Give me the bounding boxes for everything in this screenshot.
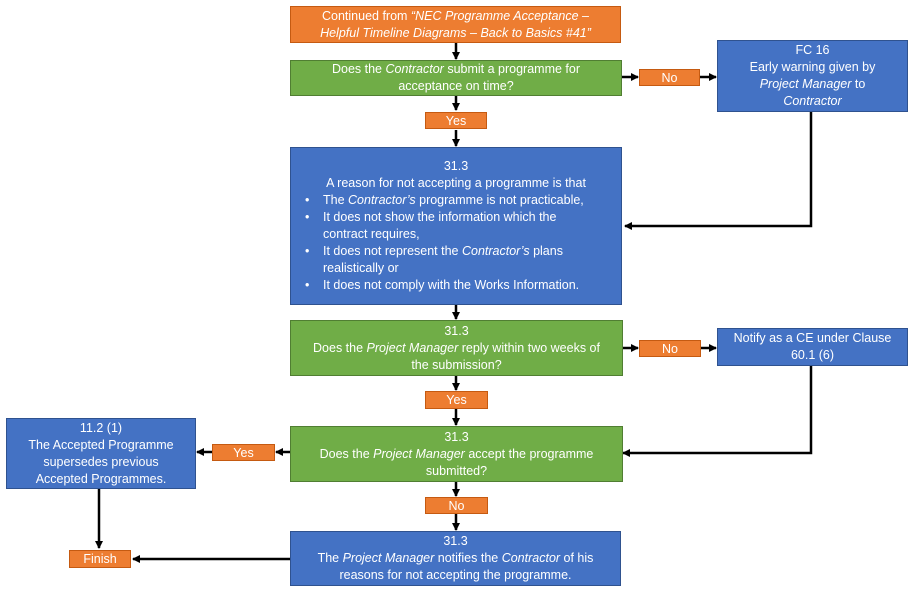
fc16-title: FC 16 bbox=[795, 43, 830, 57]
q2-em: Project Manager bbox=[366, 340, 459, 355]
notify-line3: reasons for not accepting the programme. bbox=[339, 568, 572, 582]
b1-em: Contractor’s bbox=[348, 193, 416, 207]
reason-bullet-1: • The Contractor’s programme is not pract… bbox=[299, 192, 613, 209]
ce-box: Notify as a CE under Clause 60.1 (6) bbox=[717, 328, 908, 366]
q3-line3: submitted? bbox=[425, 463, 488, 478]
bullet-dot: • bbox=[305, 210, 310, 224]
reason-bullet-4: • It does not comply with the Works Infor… bbox=[299, 277, 613, 294]
q1-text-post: submit a programme for bbox=[443, 62, 581, 76]
label-q2-no: No bbox=[639, 340, 701, 357]
b1-post: programme is not practicable, bbox=[415, 193, 584, 207]
accepted-line2: The Accepted Programme bbox=[28, 437, 174, 452]
notify-mid: notifies the bbox=[434, 551, 502, 565]
b3-em: Contractor’s bbox=[461, 244, 530, 258]
b3-pre: It does not represent the bbox=[323, 244, 462, 258]
q3-pre: Does the bbox=[319, 446, 374, 461]
finish-box: Finish bbox=[69, 550, 131, 568]
pm-notifies-box: 31.3 The Project Manager notifies the Co… bbox=[290, 531, 621, 586]
reason-box: 31.3 A reason for not accepting a progra… bbox=[290, 147, 622, 305]
reason-bullet-3-cont: realistically or bbox=[299, 260, 613, 277]
question-pm-reply: 31.3 Does the Project Manager reply with… bbox=[290, 320, 623, 376]
notify-em1: Project Manager bbox=[342, 551, 435, 565]
notify-pre: The bbox=[317, 551, 343, 565]
bullet-dot: • bbox=[305, 278, 310, 292]
reason-clause: 31.3 bbox=[443, 159, 469, 173]
b2-line1: It does not show the information which t… bbox=[323, 210, 557, 224]
q1-text-pre: Does the bbox=[331, 62, 386, 76]
b3-post: plans bbox=[529, 244, 563, 258]
fc16-line3-em: Project Manager bbox=[759, 77, 852, 91]
b2-line2: contract requires, bbox=[323, 227, 420, 241]
bullet-dot: • bbox=[305, 244, 310, 258]
start-ref-2: Helpful Timeline Diagrams – Back to Basi… bbox=[320, 25, 591, 40]
accepted-clause: 11.2 (1) bbox=[79, 420, 123, 435]
notify-clause: 31.3 bbox=[443, 534, 468, 548]
fc16-line3-post: to bbox=[851, 77, 866, 91]
arrow-ce-to-q3 bbox=[622, 366, 813, 457]
reason-bullet-2: • It does not show the information which … bbox=[299, 209, 613, 226]
fc16-box: FC 16 Early warning given by Project Man… bbox=[717, 40, 908, 112]
accepted-line3: supersedes previous bbox=[43, 454, 159, 469]
start-box: Continued from “NEC Programme Acceptance… bbox=[290, 6, 621, 43]
q2-pre: Does the bbox=[313, 340, 367, 355]
b4-text: It does not comply with the Works Inform… bbox=[323, 278, 580, 292]
label-q3-no: No bbox=[425, 497, 488, 514]
ce-line1: Notify as a CE under Clause bbox=[733, 331, 892, 345]
ce-line2: 60.1 (6) bbox=[790, 348, 835, 362]
accepted-programme-box: 11.2 (1) The Accepted Programme supersed… bbox=[6, 418, 196, 489]
bullet-dot: • bbox=[305, 193, 310, 207]
label-q3-yes: Yes bbox=[212, 444, 275, 461]
b1-pre: The bbox=[323, 193, 349, 207]
q2-post: reply within two weeks of bbox=[458, 340, 600, 355]
reason-intro: A reason for not accepting a programme i… bbox=[326, 176, 586, 190]
label-q1-yes: Yes bbox=[425, 112, 487, 129]
q2-clause: 31.3 bbox=[444, 323, 469, 338]
question-pm-accept: 31.3 Does the Project Manager accept the… bbox=[290, 426, 623, 482]
b3-line2: realistically or bbox=[323, 261, 399, 275]
q2-line3: the submission? bbox=[411, 357, 502, 372]
reason-bullet-2-cont: contract requires, bbox=[299, 226, 613, 243]
fc16-line2: Early warning given by bbox=[749, 60, 876, 74]
q3-post: accept the programme bbox=[464, 446, 594, 461]
notify-post: of his bbox=[560, 551, 594, 565]
notify-em2: Contractor bbox=[501, 551, 561, 565]
start-ref-1: “NEC Programme Acceptance – bbox=[410, 8, 589, 23]
q1-text-em: Contractor bbox=[385, 62, 444, 76]
fc16-line4-em: Contractor bbox=[783, 94, 842, 108]
q1-text-line2: acceptance on time? bbox=[398, 79, 514, 93]
arrow-fc16-to-reason bbox=[624, 112, 813, 230]
reason-bullet-3: •It does not represent the Contractor’s … bbox=[299, 243, 613, 260]
q3-clause: 31.3 bbox=[444, 429, 469, 444]
q3-em: Project Manager bbox=[373, 446, 465, 461]
label-q2-yes: Yes bbox=[425, 391, 488, 409]
question-submit-on-time: Does the Contractor submit a programme f… bbox=[290, 60, 622, 96]
accepted-line4: Accepted Programmes. bbox=[35, 471, 167, 486]
label-q1-no: No bbox=[639, 69, 700, 86]
start-prefix: Continued from bbox=[321, 8, 411, 23]
